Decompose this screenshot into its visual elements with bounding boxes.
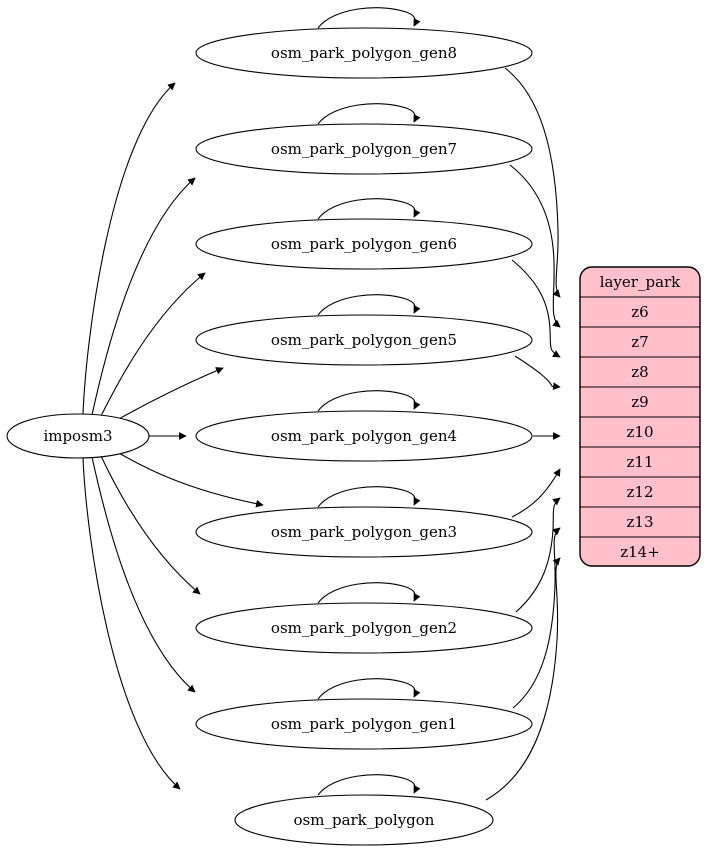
edge-imposm3-gen1 [91, 456, 196, 693]
table-row-z9[interactable]: z9 [631, 393, 648, 411]
node-gen3-label: osm_park_polygon_gen3 [271, 523, 457, 541]
self-loop-gen4 [317, 390, 421, 412]
table-row-z11[interactable]: z11 [627, 453, 654, 471]
node-gen6[interactable]: osm_park_polygon_gen6 [195, 218, 533, 270]
node-imposm3-label: imposm3 [43, 427, 112, 445]
node-gen5-label: osm_park_polygon_gen5 [271, 331, 457, 349]
self-loop-gen3 [317, 486, 421, 508]
node-imposm3[interactable]: imposm3 [6, 413, 150, 459]
self-loop-gen6 [317, 198, 421, 220]
edge-gen5-z9 [514, 355, 561, 390]
self-loop-gen7 [317, 103, 421, 125]
edges-nodes-to-table [485, 67, 561, 801]
self-loop-gen5 [317, 294, 421, 316]
node-gen6-shape[interactable] [195, 218, 533, 270]
edge-gen3-z11 [511, 468, 561, 518]
edge-gen1-z13 [512, 527, 561, 709]
table-header-label: layer_park [600, 273, 681, 291]
node-gen4-label: osm_park_polygon_gen4 [271, 427, 457, 445]
node-gen8[interactable]: osm_park_polygon_gen8 [195, 27, 533, 79]
edges-imposm3-to-nodes [82, 82, 264, 790]
node-gen5[interactable]: osm_park_polygon_gen5 [195, 314, 533, 366]
edge-gen6-z8 [511, 259, 561, 358]
edge-imposm3-gen7 [91, 177, 196, 416]
node-base[interactable]: osm_park_polygon [234, 794, 494, 846]
node-gen7[interactable]: osm_park_polygon_gen7 [195, 123, 533, 175]
node-gen7-label: osm_park_polygon_gen7 [271, 140, 457, 158]
node-imposm3-shape[interactable] [6, 413, 150, 459]
node-base-shape[interactable] [234, 794, 494, 846]
table-row-z12[interactable]: z12 [627, 483, 654, 501]
layer-park-table[interactable]: layer_park z6 z7 z8 z9 z10 z11 z12 z13 z… [579, 266, 701, 567]
table-row-z8[interactable]: z8 [631, 363, 648, 381]
node-gen3[interactable]: osm_park_polygon_gen3 [195, 506, 533, 558]
table-row-z7[interactable]: z7 [631, 333, 648, 351]
edge-imposm3-base [82, 457, 181, 790]
node-gen1[interactable]: osm_park_polygon_gen1 [195, 698, 533, 750]
node-gen8-label: osm_park_polygon_gen8 [271, 44, 457, 62]
node-gen4[interactable]: osm_park_polygon_gen4 [195, 410, 533, 462]
edge-gen2-z12 [515, 497, 561, 613]
table-row-z6[interactable]: z6 [631, 303, 648, 321]
node-gen1-shape[interactable] [195, 698, 533, 750]
node-gen7-shape[interactable] [195, 123, 533, 175]
node-base-label: osm_park_polygon [294, 811, 435, 829]
node-gen6-label: osm_park_polygon_gen6 [271, 235, 457, 253]
node-gen3-shape[interactable] [195, 506, 533, 558]
self-loops [317, 7, 421, 796]
edge-imposm3-gen3 [116, 451, 264, 508]
node-gen2-shape[interactable] [195, 602, 533, 654]
node-gen8-shape[interactable] [195, 27, 533, 79]
node-gen4-shape[interactable] [195, 410, 533, 462]
edge-gen7-z7 [509, 164, 561, 328]
node-gen2[interactable]: osm_park_polygon_gen2 [195, 602, 533, 654]
self-loop-gen2 [317, 582, 421, 604]
table-row-z14[interactable]: z14+ [620, 543, 660, 561]
node-gen5-shape[interactable] [195, 314, 533, 366]
edge-base-z14 [485, 557, 561, 801]
self-loop-gen8 [317, 7, 421, 29]
node-gen1-label: osm_park_polygon_gen1 [271, 715, 457, 733]
table-row-z13[interactable]: z13 [627, 513, 654, 531]
edge-imposm3-gen5 [116, 367, 224, 421]
node-gen2-label: osm_park_polygon_gen2 [271, 619, 457, 637]
edge-imposm3-gen2 [100, 455, 201, 595]
table-row-z10[interactable]: z10 [627, 423, 654, 441]
edge-imposm3-gen6 [100, 272, 206, 417]
self-loop-base [317, 774, 421, 796]
edge-imposm3-gen8 [82, 82, 176, 415]
self-loop-gen1 [317, 678, 421, 700]
edge-gen8-z6 [504, 67, 561, 298]
